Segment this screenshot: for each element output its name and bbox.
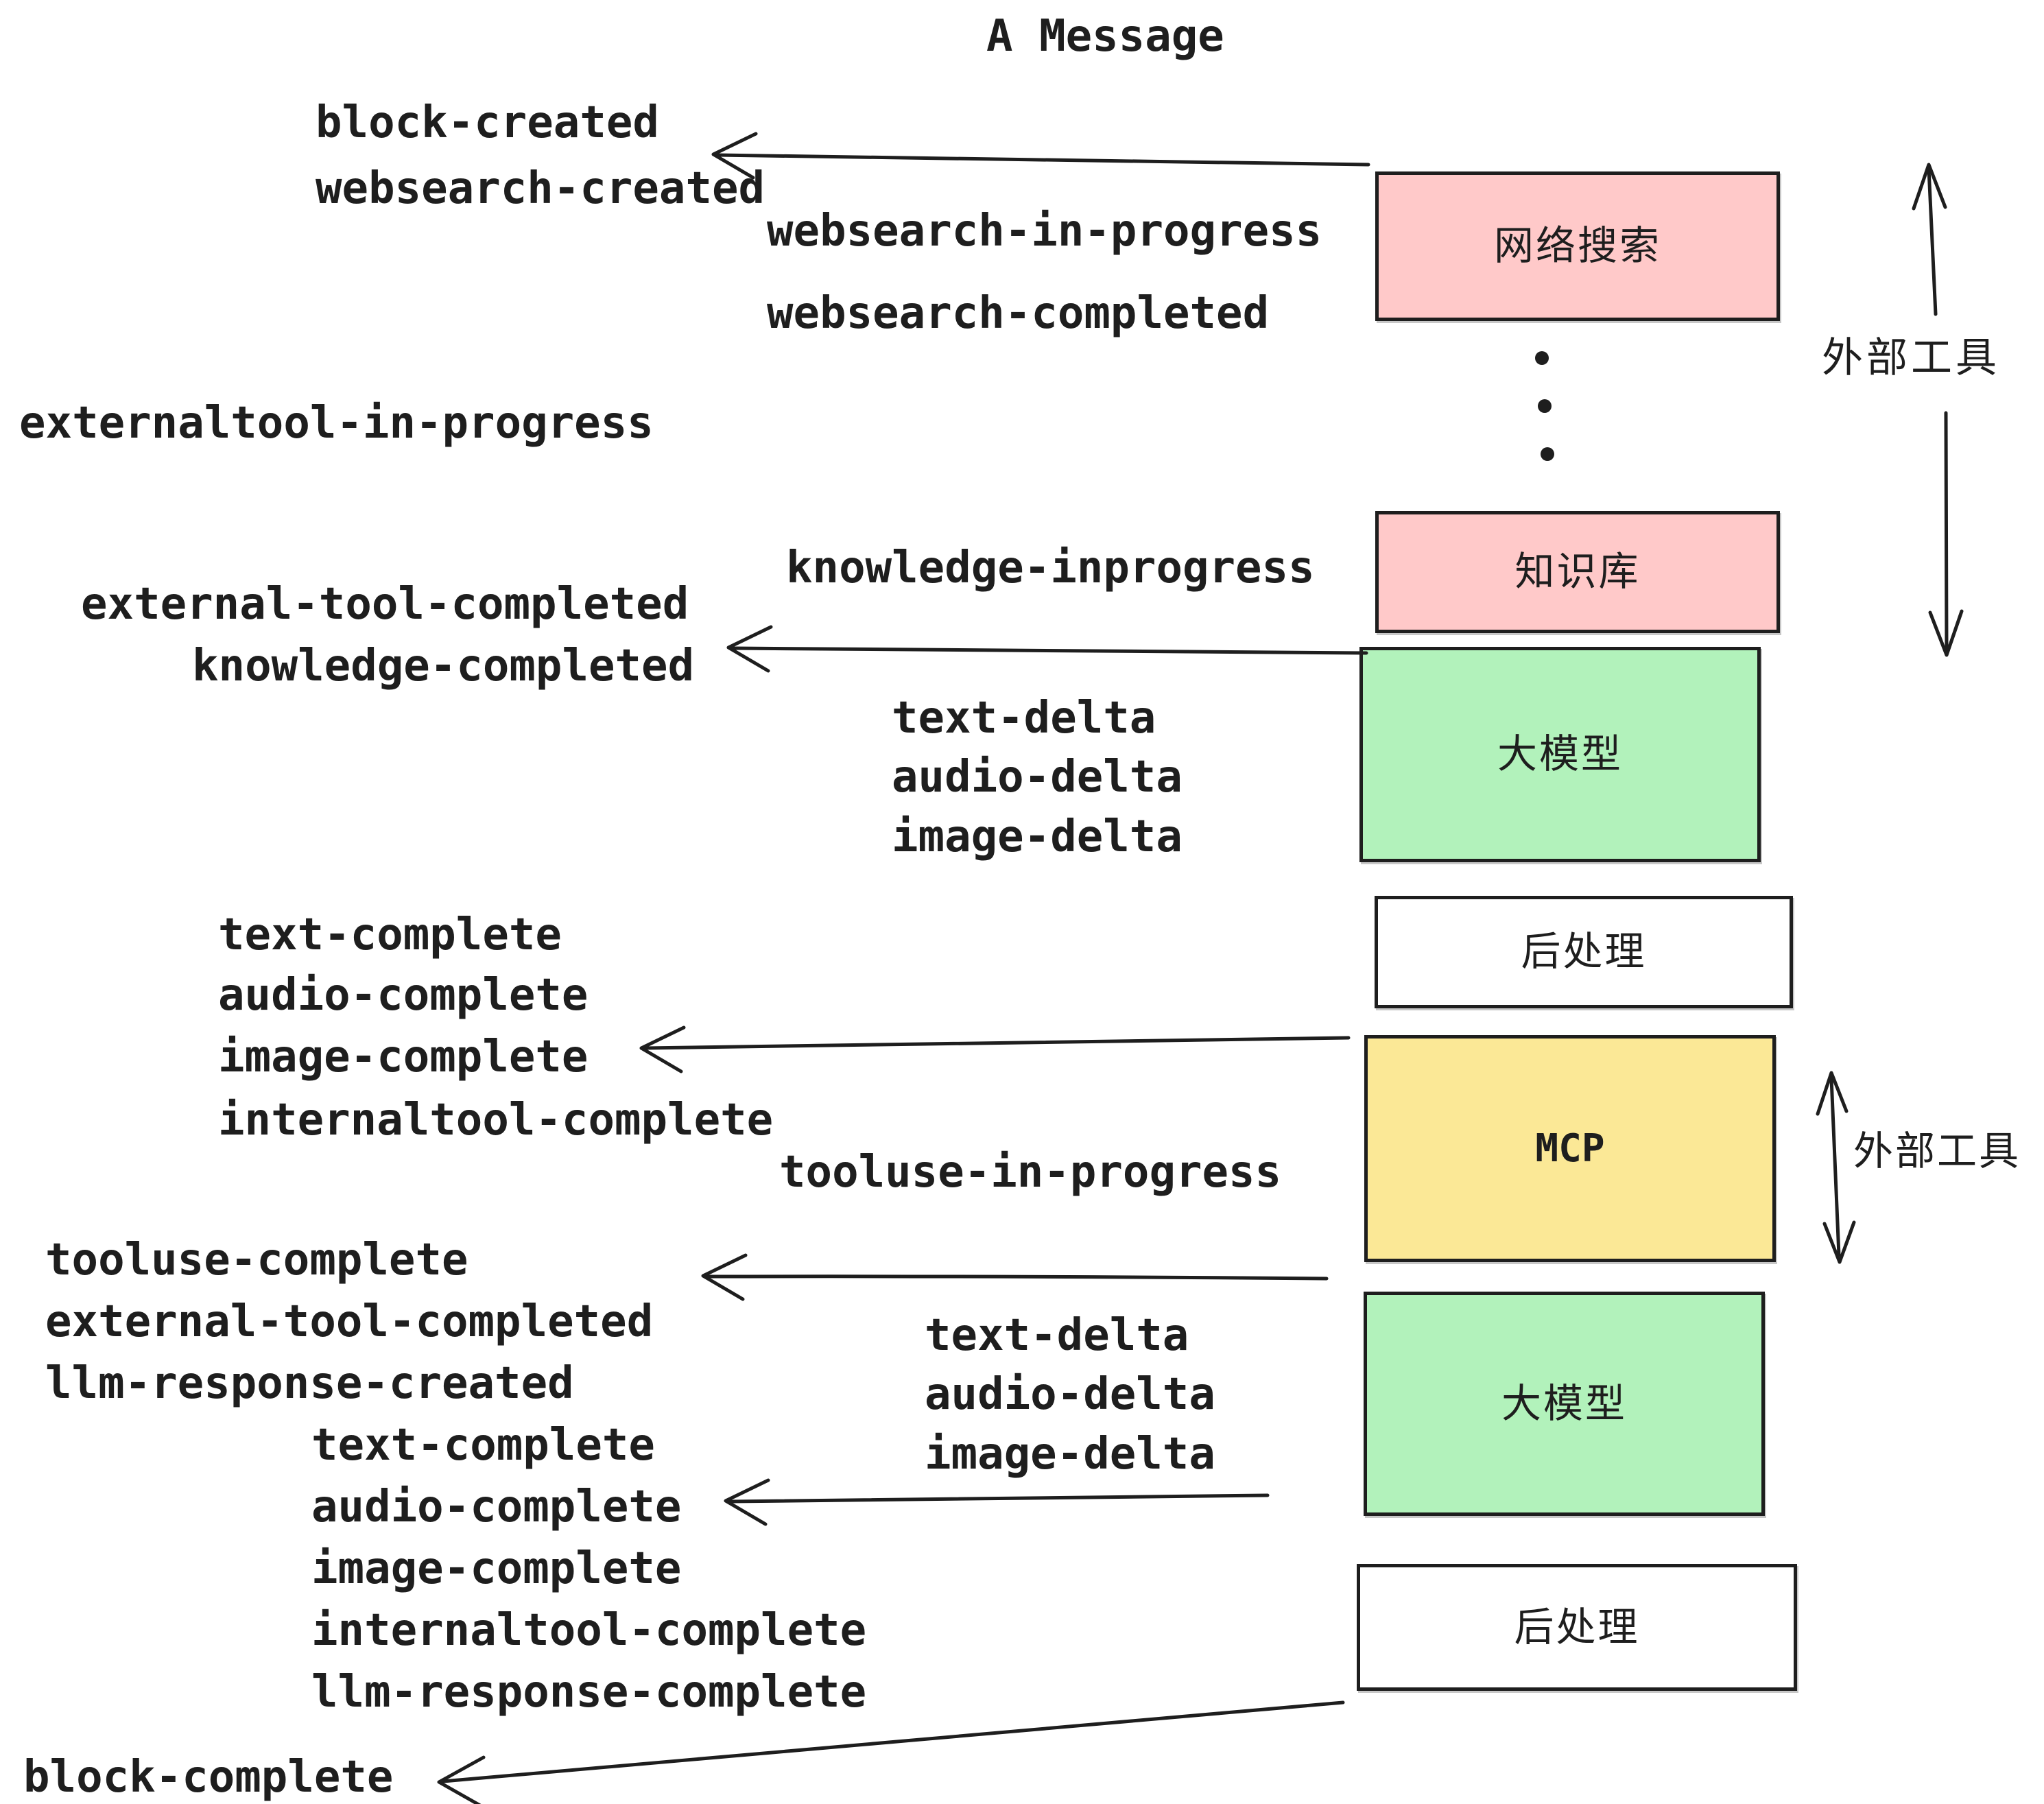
- mcp-box: MCP: [1364, 1035, 1776, 1262]
- event-text-complete: text-complete: [218, 910, 562, 960]
- event-internaltool-complete: internaltool-complete: [218, 1095, 774, 1146]
- event-internaltool-complete: internaltool-complete: [311, 1605, 867, 1656]
- event-websearch-completed: websearch-completed: [767, 288, 1270, 339]
- event-block-complete: block-complete: [23, 1752, 394, 1803]
- arrow-websearch-created-head: [711, 132, 758, 180]
- websearch-box: 网络搜索: [1375, 171, 1780, 321]
- mcp-external-tools-arrow-up-head: [1816, 1071, 1849, 1116]
- mcp-box-label: MCP: [1535, 1126, 1605, 1171]
- event-image-delta: image-delta: [925, 1429, 1215, 1480]
- ellipsis-dot: [1541, 447, 1554, 461]
- arrow-tooluse-complete-head: [701, 1253, 748, 1301]
- llm-box-label: 大模型: [1501, 1381, 1627, 1426]
- mcp-external-tools-arrow-down-head: [1822, 1220, 1856, 1264]
- external-tools-arrow-up-head: [1912, 163, 1947, 211]
- arrow-knowledge-completed-head: [726, 625, 773, 673]
- event-external-tool-completed: external-tool-completed: [45, 1296, 654, 1347]
- arrow-audio-complete: [728, 1493, 1270, 1504]
- external-tools-arrow-down: [1944, 411, 1949, 653]
- websearch-box-label: 网络搜索: [1493, 224, 1661, 268]
- arrow-internal-complete: [643, 1036, 1351, 1050]
- page-title: A Message: [986, 11, 1224, 62]
- ellipsis-dot: [1538, 399, 1552, 413]
- event-text-complete: text-complete: [311, 1420, 655, 1471]
- event-image-delta: image-delta: [892, 811, 1183, 862]
- event-websearch-created: websearch-created: [316, 163, 765, 214]
- arrow-knowledge-completed: [730, 646, 1368, 655]
- arrow-websearch-created: [715, 153, 1370, 167]
- postprocess-box-label: 后处理: [1514, 1604, 1640, 1650]
- external-tools-arrow-up: [1927, 167, 1938, 316]
- event-knowledge-completed: knowledge-completed: [192, 641, 695, 691]
- event-audio-delta: audio-delta: [892, 752, 1183, 803]
- knowledge-base-box: 知识库: [1375, 511, 1780, 633]
- external-tools-annotation: 外部工具: [1822, 335, 2000, 381]
- event-image-complete: image-complete: [218, 1032, 589, 1082]
- arrow-block-complete-head: [437, 1755, 486, 1804]
- event-block-created: block-created: [316, 97, 659, 148]
- llm-box-label: 大模型: [1497, 732, 1623, 776]
- external-tools-annotation: 外部工具: [1853, 1129, 2021, 1174]
- mcp-external-tools-arrow: [1829, 1076, 1841, 1257]
- event-knowledge-inprogress: knowledge-inprogress: [786, 543, 1315, 593]
- knowledge-base-box-label: 知识库: [1514, 549, 1641, 594]
- event-externaltool-in-progress: externaltool-in-progress: [19, 398, 654, 449]
- event-tooluse-complete: tooluse-complete: [45, 1235, 468, 1285]
- event-llm-response-complete: llm-response-complete: [311, 1667, 867, 1718]
- external-tools-arrow-down-head: [1928, 609, 1964, 657]
- arrow-audio-complete-head: [724, 1478, 770, 1526]
- event-text-delta: text-delta: [925, 1310, 1189, 1361]
- event-audio-delta: audio-delta: [925, 1369, 1215, 1420]
- postprocess-box: 后处理: [1357, 1564, 1797, 1691]
- event-tooluse-in-progress: tooluse-in-progress: [779, 1147, 1282, 1198]
- event-websearch-in-progress: websearch-in-progress: [767, 206, 1322, 257]
- postprocess-box: 后处理: [1375, 896, 1793, 1008]
- postprocess-box-label: 后处理: [1521, 929, 1647, 974]
- event-text-delta: text-delta: [892, 693, 1156, 744]
- arrow-tooluse-complete: [705, 1274, 1329, 1281]
- arrow-block-complete: [441, 1700, 1345, 1783]
- event-audio-complete: audio-complete: [218, 970, 589, 1021]
- ellipsis-dot: [1535, 351, 1549, 365]
- arrow-internal-complete-head: [639, 1025, 686, 1073]
- llm-box: 大模型: [1364, 1292, 1765, 1516]
- llm-box: 大模型: [1359, 647, 1761, 862]
- event-audio-complete: audio-complete: [311, 1482, 682, 1532]
- event-image-complete: image-complete: [311, 1543, 682, 1594]
- event-external-tool-completed: external-tool-completed: [81, 579, 689, 630]
- event-llm-response-created: llm-response-created: [45, 1358, 574, 1409]
